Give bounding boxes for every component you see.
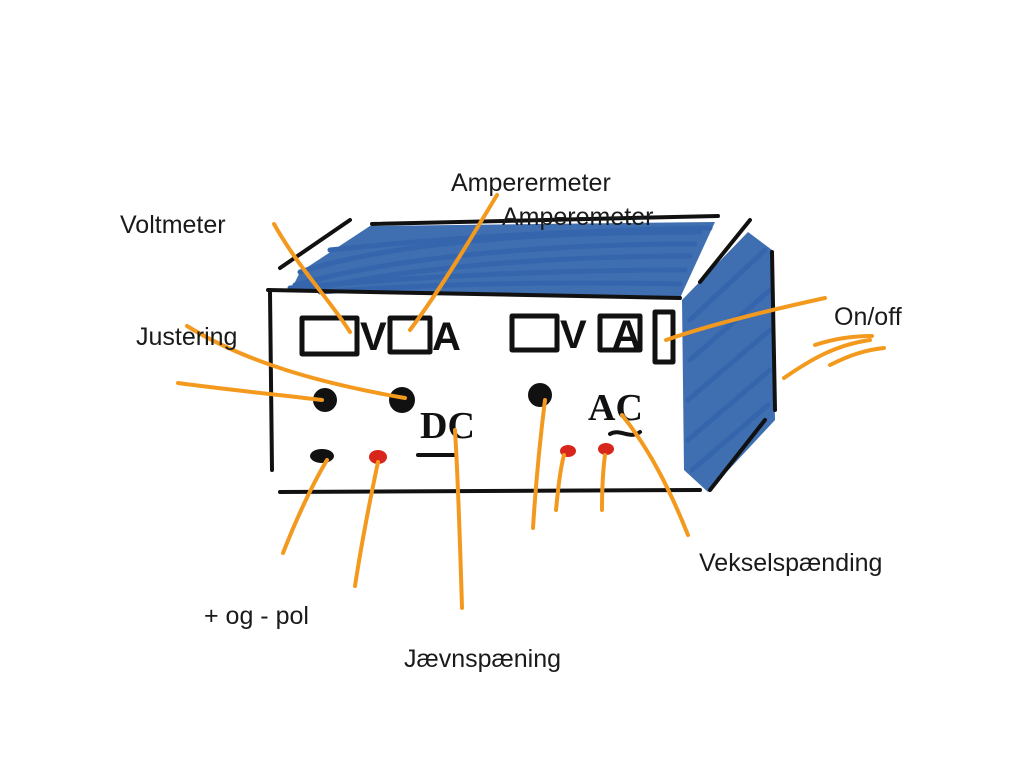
left-red-socket — [369, 450, 387, 464]
right-socket-pointer-1 — [554, 453, 566, 512]
pointer-lines — [176, 193, 886, 610]
label-jaevnspaening: Jævnspæning — [404, 645, 562, 673]
label-vekselspaending: Vekselspænding — [699, 549, 883, 577]
justering-pointer-lower — [176, 381, 324, 402]
on-off-pointer — [664, 296, 827, 342]
left-meter-panel — [299, 315, 433, 357]
plug-line-2 — [813, 334, 874, 347]
right-adjust-knob — [528, 383, 552, 407]
right-meter-v-mark: V — [560, 313, 587, 357]
jaevnspaening-pointer — [453, 428, 464, 610]
right-socket-pointer-2 — [600, 453, 607, 512]
vekselspaending-pointer — [620, 413, 690, 537]
plus-pole-pointer — [353, 460, 380, 588]
left-meter-v-mark: V — [360, 315, 387, 359]
box-top-face — [287, 222, 715, 298]
label-plus-minus-pole: + og - pol — [204, 602, 309, 630]
right-meter-panel — [509, 309, 676, 365]
plug-line-1 — [782, 338, 872, 380]
box-right-face — [682, 232, 775, 492]
left-adjust-knob — [313, 388, 337, 412]
dc-mark: DC — [420, 405, 475, 447]
plug-line-3 — [828, 346, 886, 367]
right-voltmeter-display — [509, 313, 560, 353]
right-meter-a-mark: A — [612, 313, 641, 357]
left-meter-a-mark: A — [432, 315, 461, 359]
amperemeter-pointer — [408, 193, 499, 332]
ac-mark: AC — [588, 387, 643, 429]
box-outline — [266, 214, 777, 494]
label-amperemeter: Amperemeter — [502, 203, 654, 231]
label-voltmeter: Voltmeter — [120, 211, 226, 239]
voltmeter-pointer — [272, 222, 352, 334]
right-knob-pointer — [531, 398, 547, 530]
minus-pole-pointer — [281, 458, 329, 555]
left-amperemeter-display — [387, 315, 433, 355]
label-justering: Justering — [136, 323, 238, 351]
left-voltmeter-display — [299, 315, 360, 357]
label-on-off: On/off — [834, 303, 902, 331]
left-black-socket — [310, 449, 334, 463]
justering-pointer-upper — [185, 324, 407, 400]
right-red-socket-2 — [598, 443, 614, 455]
right-amperemeter-display — [597, 313, 643, 353]
label-amperermeter: Amperermeter — [451, 169, 611, 197]
middle-adjust-knob — [389, 387, 415, 413]
